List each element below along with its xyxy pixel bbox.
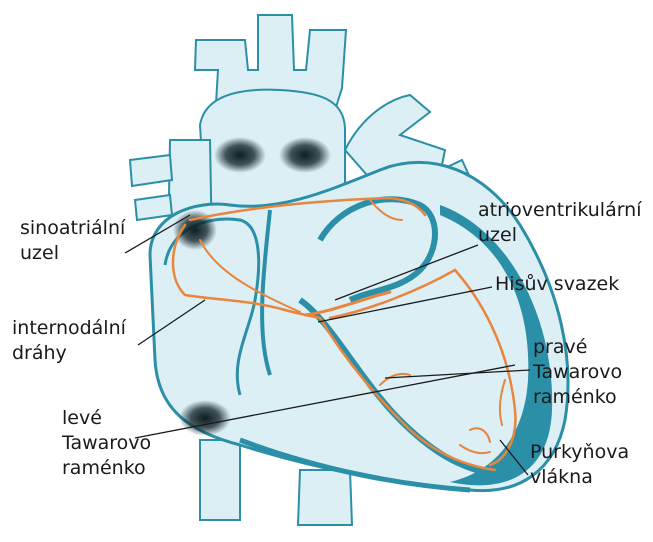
label-left-branch-line2: Tawarovo <box>62 431 151 456</box>
label-av-node: atrioventrikulární uzel <box>478 198 642 248</box>
label-internodal-line1: internodální <box>12 316 126 341</box>
label-right-branch-line2: Tawarovo <box>533 360 622 385</box>
label-purkinje: Purkyňova vlákna <box>530 440 629 490</box>
label-his-bundle-text: Hisův svazek <box>495 272 619 297</box>
label-purkinje-line2: vlákna <box>530 465 629 490</box>
label-internodal-line2: dráhy <box>12 341 126 366</box>
label-av-node-line2: uzel <box>478 223 642 248</box>
label-left-branch-line3: raménko <box>62 456 151 481</box>
label-his-bundle: Hisův svazek <box>495 272 619 297</box>
label-av-node-line1: atrioventrikulární <box>478 198 642 223</box>
label-left-branch: levé Tawarovo raménko <box>62 406 151 481</box>
inferior-vena-cava <box>200 440 240 520</box>
vessel-opening-right <box>279 137 331 173</box>
label-right-branch-line1: pravé <box>533 335 622 360</box>
left-vessel-lower <box>135 195 172 220</box>
label-purkinje-line1: Purkyňova <box>530 440 629 465</box>
vessel-opening-left <box>214 137 266 173</box>
left-vessel-upper <box>130 155 172 186</box>
label-right-branch-line3: raménko <box>533 385 622 410</box>
label-sa-node: sinoatriální uzel <box>20 216 125 266</box>
ivc-opening-shadow <box>179 400 231 436</box>
label-right-branch: pravé Tawarovo raménko <box>533 335 622 410</box>
label-sa-node-line2: uzel <box>20 241 125 266</box>
label-internodal: internodální dráhy <box>12 316 126 366</box>
label-left-branch-line1: levé <box>62 406 151 431</box>
label-sa-node-line1: sinoatriální <box>20 216 125 241</box>
descending-aorta <box>298 470 352 525</box>
